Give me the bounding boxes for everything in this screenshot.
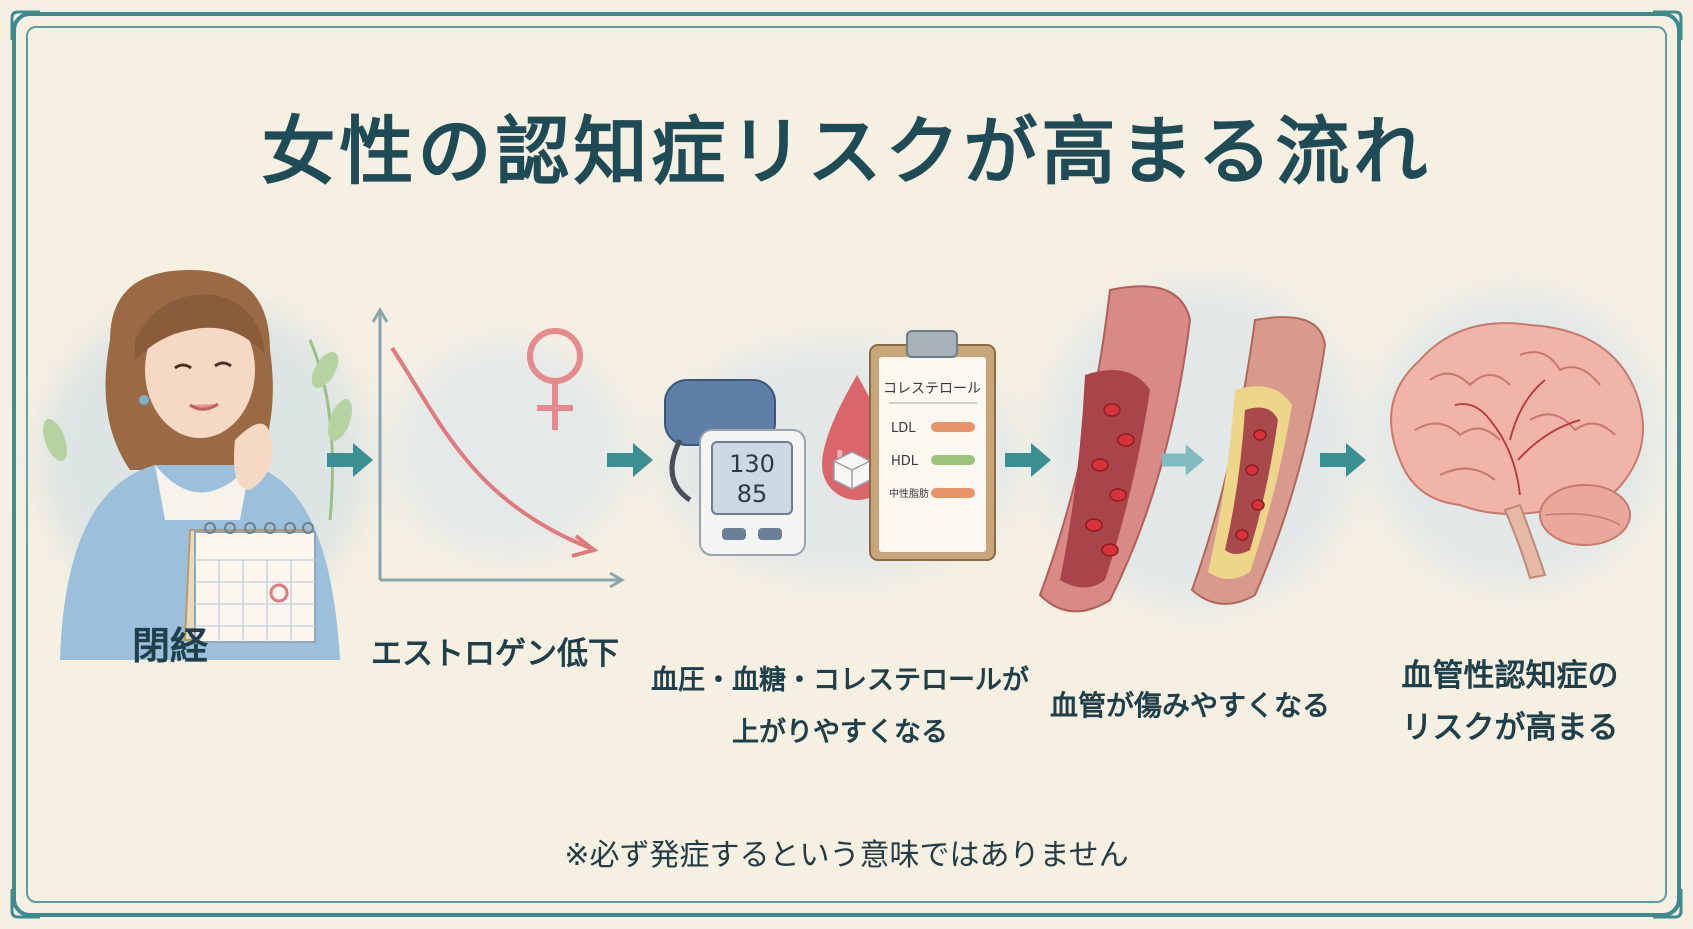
corner-ornament-icon: [10, 889, 40, 919]
step-label-line: 閉経: [131, 623, 208, 668]
clipboard-row-label-hdl: HDL: [891, 454, 919, 469]
brain-icon: [1390, 322, 1644, 580]
step-label-line: 血管が傷みやすくなる: [1049, 689, 1330, 722]
step-label-vessel-damage: 血管が傷みやすくなる: [1040, 680, 1340, 732]
flow-arrow-icon: [1161, 444, 1205, 476]
footnote: ※必ず発症するという意味ではありません: [564, 838, 1129, 873]
clipboard-row-label-ldl: LDL: [891, 421, 916, 436]
step-label-menopause: 閉経: [60, 620, 280, 672]
outer-frame: [12, 12, 1681, 917]
monitor-systolic-value: 130: [729, 450, 775, 478]
step-label-line: 血管性認知症の: [1401, 658, 1619, 694]
step-label-line: 血圧・血糖・コレステロールが: [651, 665, 1029, 696]
flow-arrow-icon: [327, 443, 373, 477]
step-label-line: リスクが高まる: [1401, 710, 1619, 746]
clipboard-row-label-triglyceride: 中性脂肪: [889, 487, 929, 500]
step-label-line: 上がりやすくなる: [732, 717, 948, 748]
monitor-diastolic-value: 85: [737, 480, 768, 508]
clipboard-title: コレステロール: [883, 381, 981, 397]
step-label-line: エストロゲン低下: [371, 636, 619, 672]
inner-frame: [26, 26, 1667, 903]
flow-arrow-icon: [1005, 443, 1051, 477]
corner-ornament-icon: [1653, 889, 1683, 919]
calendar-icon: [183, 522, 316, 643]
corner-ornament-icon: [1653, 10, 1683, 40]
step-label-blood-metrics: 血圧・血糖・コレステロールが 上がりやすくなる: [650, 655, 1030, 759]
clipboard-icon: コレステロール LDL HDL 中性脂肪: [869, 330, 996, 561]
step-label-estrogen: エストロゲン低下: [360, 628, 630, 680]
step-label-dementia-risk: 血管性認知症の リスクが高まる: [1360, 650, 1660, 754]
clogged-vessel-icon: [1190, 316, 1327, 605]
flow-arrow-icon: [1320, 443, 1366, 477]
blood-vessel-icon: [1038, 285, 1192, 613]
watercolor-wash: [390, 340, 630, 560]
female-symbol-icon: [527, 328, 583, 430]
blood-pressure-monitor-icon: 130 85: [664, 379, 806, 556]
flow-arrow-icon: [607, 443, 653, 477]
corner-ornament-icon: [10, 10, 40, 40]
page-title: 女性の認知症リスクが高まる流れ: [261, 109, 1432, 195]
decline-graph: [371, 307, 625, 589]
